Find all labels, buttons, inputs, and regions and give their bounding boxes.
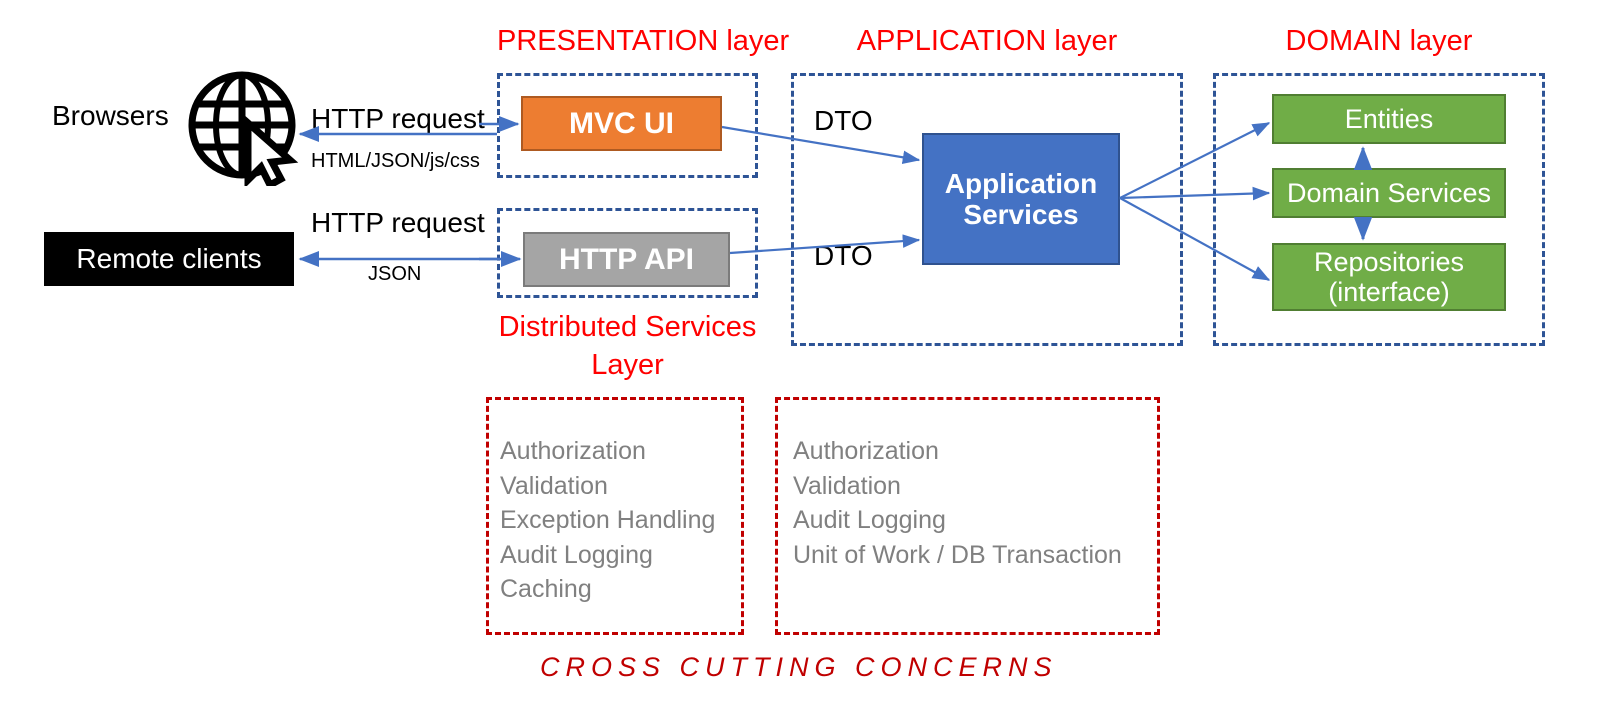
application-layer-title: APPLICATION layer: [856, 25, 1118, 57]
http-api-box[interactable]: HTTP API: [523, 232, 730, 287]
distributed-services-layer-title-line1: Distributed Services: [498, 311, 757, 343]
concern-item: Validation: [793, 471, 901, 500]
cross-cutting-concerns-footer: CROSS CUTTING CONCERNS: [540, 652, 1058, 682]
remote-clients-label: Remote clients: [76, 243, 262, 275]
presentation-layer-mvc-container: [497, 73, 758, 178]
dto-bottom-label: DTO: [814, 240, 873, 271]
presentation-cross-cutting-container: [486, 397, 744, 635]
application-cross-cutting-container: [775, 397, 1160, 635]
domain-services-box[interactable]: Domain Services: [1272, 168, 1506, 218]
remote-clients-box[interactable]: Remote clients: [44, 232, 294, 286]
concern-item: Unit of Work / DB Transaction: [793, 540, 1122, 569]
concern-item: Audit Logging: [500, 540, 653, 569]
concern-item: Authorization: [500, 437, 646, 465]
application-services-label-line2: Services: [963, 199, 1079, 230]
remote-response-label: JSON: [368, 263, 422, 285]
repositories-box[interactable]: Repositories (interface): [1272, 243, 1506, 311]
remote-request-label: HTTP request: [311, 207, 485, 238]
repositories-label-line2: (interface): [1328, 277, 1450, 307]
globe-cursor-icon: [186, 68, 302, 190]
application-concerns-list: Authorization Validation Audit Logging U…: [793, 434, 1122, 572]
browsers-label: Browsers: [52, 100, 169, 131]
concern-item: Authorization: [793, 437, 939, 465]
application-services-box[interactable]: Application Services: [922, 133, 1120, 265]
concern-item: Caching: [500, 575, 592, 603]
domain-services-label: Domain Services: [1286, 177, 1492, 208]
mvc-ui-box[interactable]: MVC UI: [521, 96, 722, 151]
concern-item: Exception Handling: [500, 506, 716, 534]
concern-item: Audit Logging: [793, 506, 946, 534]
application-services-label-line1: Application: [944, 167, 1098, 199]
entities-label: Entities: [1344, 103, 1434, 134]
entities-box[interactable]: Entities: [1272, 94, 1506, 144]
browser-request-label: HTTP request: [311, 103, 485, 134]
repositories-label-line1: Repositories: [1313, 246, 1465, 277]
browser-response-label: HTML/JSON/js/css: [311, 150, 480, 172]
presentation-concerns-list: Authorization Validation Exception Handl…: [500, 434, 715, 607]
presentation-layer-title: PRESENTATION layer: [497, 25, 790, 57]
concern-item: Validation: [500, 471, 608, 500]
domain-layer-title: DOMAIN layer: [1285, 25, 1473, 57]
http-api-label: HTTP API: [558, 242, 694, 276]
dto-top-label: DTO: [814, 105, 873, 136]
distributed-services-layer-title-line2: Layer: [591, 349, 664, 381]
mvc-ui-label: MVC UI: [569, 106, 674, 140]
